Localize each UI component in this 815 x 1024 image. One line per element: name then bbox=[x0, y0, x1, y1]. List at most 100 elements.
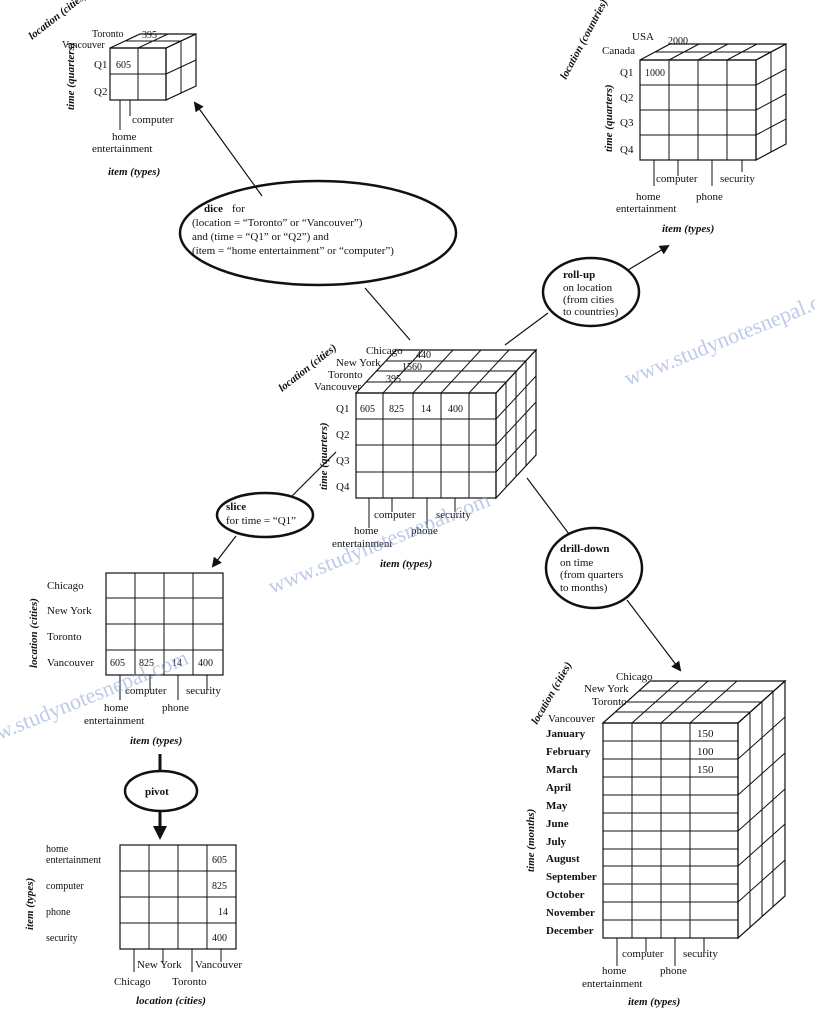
watermark-text: www.studynotesnepal.com bbox=[621, 279, 815, 391]
dice-cell-value: 605 bbox=[116, 60, 131, 71]
drill-month-label: July bbox=[546, 836, 567, 848]
slice-item-label: security bbox=[186, 685, 221, 697]
pivot-item-label: phone bbox=[46, 907, 71, 918]
main-cube-grid bbox=[354, 348, 538, 528]
main-top-value: 395 bbox=[386, 374, 401, 385]
slice-operation: slice for time = “Q1” bbox=[215, 491, 315, 539]
drill-arrow bbox=[526, 477, 570, 535]
drill-month-label: December bbox=[546, 925, 594, 937]
pivot-cell-value: 400 bbox=[212, 933, 227, 944]
main-time-axis-label: time (quarters) bbox=[318, 422, 330, 490]
dice-operation: dice for (location = “Toronto” or “Vanco… bbox=[178, 179, 458, 287]
slice-grid-lines bbox=[105, 572, 224, 700]
slice-arrow bbox=[291, 451, 337, 497]
main-item-label: computer bbox=[374, 509, 416, 521]
rollup-quarter-label: Q2 bbox=[620, 92, 633, 104]
dice-item-label: computer bbox=[132, 114, 174, 126]
drill-city-label: Toronto bbox=[592, 696, 627, 708]
main-quarter-label: Q2 bbox=[336, 429, 349, 441]
main-quarter-label: Q3 bbox=[336, 455, 350, 467]
drill-op-title: drill-down bbox=[560, 543, 610, 555]
drill-item-label: computer bbox=[622, 948, 664, 960]
dice-time-axis-label: time (quarters) bbox=[65, 42, 77, 110]
rollup-country-label: Canada bbox=[602, 45, 635, 57]
dice-cube-grid bbox=[109, 33, 197, 130]
pivot-loc-axis-label: location (cities) bbox=[136, 995, 206, 1007]
rollup-ellipse bbox=[541, 256, 641, 328]
drill-city-label: Vancouver bbox=[548, 713, 595, 725]
dice-op-line: for bbox=[232, 203, 245, 215]
rollup-arrow bbox=[627, 244, 670, 271]
rollup-quarter-label: Q1 bbox=[620, 67, 633, 79]
drill-item-label: phone bbox=[660, 965, 687, 977]
drill-item-label: security bbox=[683, 948, 718, 960]
drill-month-label: March bbox=[546, 764, 578, 776]
pivot-cell-value: 605 bbox=[212, 855, 227, 866]
dice-op-line: (item = “home entertainment” or “compute… bbox=[192, 245, 394, 257]
drill-month-label: August bbox=[546, 853, 580, 865]
main-q1-value: 825 bbox=[389, 404, 404, 415]
drill-op-line: (from quarters bbox=[560, 569, 623, 581]
main-city-label: Chicago bbox=[366, 345, 403, 357]
slice-city-label: Toronto bbox=[47, 631, 82, 643]
dice-city-label: Vancouver bbox=[62, 40, 105, 51]
main-item-label: phone bbox=[411, 525, 438, 537]
rollup-cell-value: 1000 bbox=[645, 68, 665, 79]
dice-city-label: Toronto bbox=[92, 29, 124, 40]
dice-arrow bbox=[364, 287, 411, 341]
main-quarter-label: Q4 bbox=[336, 481, 350, 493]
drill-month-label: January bbox=[546, 728, 586, 740]
main-top-value: 440 bbox=[416, 350, 431, 361]
pivot-arrow-head bbox=[153, 826, 167, 840]
slice-cell-value: 400 bbox=[198, 658, 213, 669]
main-item-label: security bbox=[436, 509, 471, 521]
pivot-grid-lines bbox=[119, 844, 237, 972]
dice-op-line: and (time = “Q1” or “Q2”) and bbox=[192, 231, 329, 243]
drill-month-label: May bbox=[546, 800, 568, 812]
rollup-loc-axis-label: location (countries) bbox=[558, 0, 610, 81]
main-quarter-label: Q1 bbox=[336, 403, 349, 415]
slice-op-line: for time = “Q1” bbox=[226, 515, 296, 527]
drill-ellipse bbox=[544, 526, 644, 610]
rollup-time-axis-label: time (quarters) bbox=[603, 84, 615, 152]
slice-city-label: Chicago bbox=[47, 580, 84, 592]
slice-item-axis-label: item (types) bbox=[130, 735, 182, 747]
main-q1-value: 400 bbox=[448, 404, 463, 415]
rollup-arrow bbox=[504, 312, 549, 346]
rollup-item-label: phone bbox=[696, 191, 723, 203]
drill-cell-value: 150 bbox=[697, 728, 714, 740]
slice-item-label: phone bbox=[162, 702, 189, 714]
rollup-op-line: to countries) bbox=[563, 306, 619, 318]
main-city-label: Toronto bbox=[328, 369, 363, 381]
drill-month-label: April bbox=[546, 782, 571, 794]
main-top-value: 1560 bbox=[402, 362, 422, 373]
drill-month-label: September bbox=[546, 871, 597, 883]
slice-cell-value: 825 bbox=[139, 658, 154, 669]
main-city-label: Vancouver bbox=[314, 381, 361, 393]
rollup-op-line: (from cities bbox=[563, 294, 614, 306]
drill-month-label: October bbox=[546, 889, 585, 901]
rollup-operation: roll-up on location (from cities to coun… bbox=[541, 256, 641, 328]
drill-cube-grid bbox=[601, 679, 787, 966]
rollup-item-label: security bbox=[720, 173, 755, 185]
main-city-label: New York bbox=[336, 357, 381, 369]
drill-item-axis-label: item (types) bbox=[628, 996, 680, 1008]
slice-op-title: slice bbox=[226, 501, 246, 513]
pivot-city-label: New York bbox=[137, 959, 182, 971]
pivot-city-label: Chicago bbox=[114, 976, 151, 988]
rollup-cube: location (countries) time (quarters) USA… bbox=[558, 0, 787, 235]
dice-arrow bbox=[193, 101, 263, 197]
slice-item-label: computer bbox=[125, 685, 167, 697]
pivot-city-label: Vancouver bbox=[195, 959, 242, 971]
drill-cell-value: 100 bbox=[697, 746, 714, 758]
main-q1-value: 605 bbox=[360, 404, 375, 415]
slice-grid: location (cities) Chicago New York Toron… bbox=[28, 572, 224, 747]
dice-quarter-label: Q2 bbox=[94, 86, 107, 98]
